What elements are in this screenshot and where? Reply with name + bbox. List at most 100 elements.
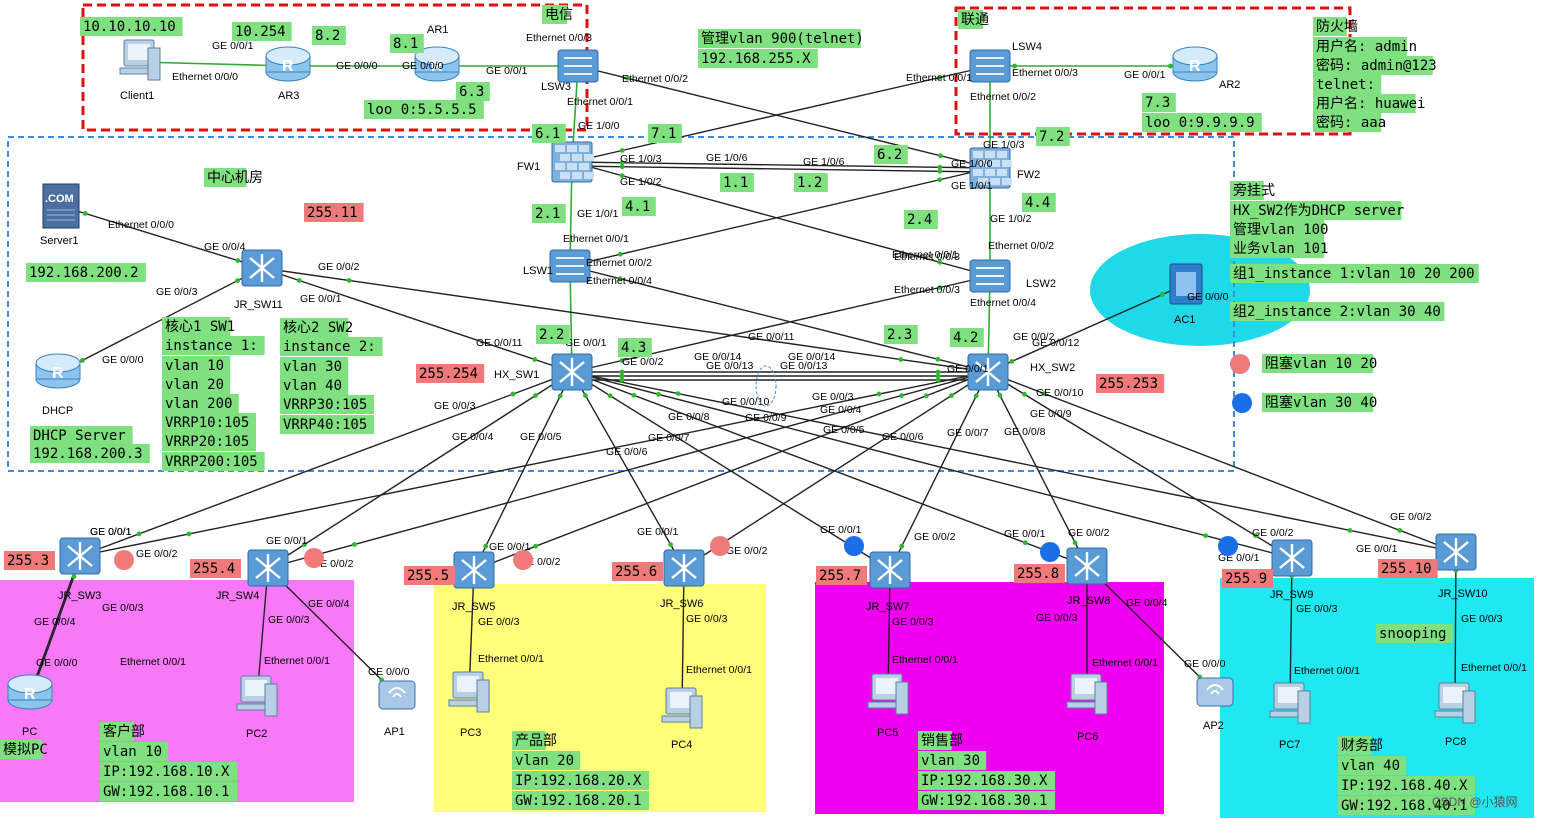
- label-box: [204, 168, 247, 187]
- eth-trunk-ellipse: [755, 365, 777, 407]
- screen-icon: [1075, 678, 1097, 694]
- port-label: GE 1/0/1: [951, 180, 993, 192]
- green-label: 2.1: [535, 206, 560, 222]
- label-box: [1230, 181, 1264, 200]
- label-box: [100, 742, 169, 761]
- link-endpoint-dot: [510, 391, 516, 397]
- device-pc5[interactable]: PC5: [867, 673, 909, 739]
- device-fw2[interactable]: FW2: [969, 147, 1040, 189]
- port-label: GE 0/0/4: [308, 598, 350, 610]
- green-label: 192.168.200.3: [33, 446, 143, 462]
- device-pc4[interactable]: PC4: [661, 687, 703, 751]
- label-box: [918, 731, 952, 750]
- device-jr-sw9[interactable]: JR_SW9: [1270, 539, 1313, 601]
- device-jr-sw4[interactable]: JR_SW4: [216, 549, 289, 602]
- label-box: [1338, 756, 1407, 775]
- device-ap2[interactable]: AP2: [1196, 677, 1234, 732]
- port-label: Ethernet 0/0/1: [478, 653, 544, 665]
- port-label: Ethernet 0/0/4: [586, 275, 652, 287]
- label-box: [958, 10, 984, 29]
- device-lsw3[interactable]: LSW3: [541, 49, 599, 93]
- device-fw1[interactable]: FW1: [517, 141, 594, 183]
- device-jr-sw7[interactable]: JR_SW7: [866, 551, 911, 613]
- link-endpoint-dot: [1253, 533, 1258, 539]
- port-label: GE 0/0/2: [1013, 331, 1055, 343]
- firewall-brick: [1002, 178, 1012, 185]
- device-ap1[interactable]: AP1: [378, 680, 416, 738]
- link-endpoint-dot: [898, 357, 904, 362]
- port-label: GE 0/0/4: [1126, 597, 1168, 609]
- device-lsw1[interactable]: LSW1: [523, 249, 591, 283]
- link-endpoint-dot: [619, 164, 625, 170]
- link-endpoint-dot: [80, 358, 85, 363]
- label-box: [1313, 94, 1416, 113]
- router-icon: R: [1189, 58, 1201, 75]
- green-label: 2.2: [539, 327, 564, 343]
- device-jr-sw6[interactable]: JR_SW6: [660, 549, 705, 610]
- port-label: GE 0/0/5: [823, 424, 865, 436]
- device-pc2[interactable]: PC2: [236, 675, 278, 740]
- port-label: Ethernet 0/0/1: [264, 655, 330, 667]
- green-label: 6.3: [459, 84, 484, 100]
- device-hx-sw2[interactable]: HX_SW2: [967, 353, 1075, 391]
- link-endpoint-dot: [675, 391, 681, 396]
- device-jr-sw11[interactable]: JR_SW11: [234, 249, 283, 311]
- green-label: 10.254: [235, 24, 286, 40]
- device-name-jr-sw9: JR_SW9: [1270, 589, 1313, 601]
- port-label: GE 0/0/2: [1252, 527, 1294, 539]
- label-box: [280, 376, 349, 395]
- green-label: 模拟PC: [3, 742, 48, 758]
- port-label: GE 0/0/3: [434, 400, 476, 412]
- port-label: GE 0/0/4: [204, 241, 246, 253]
- port-label: Ethernet 0/0/4: [970, 297, 1036, 309]
- device-jr-sw8[interactable]: JR_SW8: [1066, 547, 1110, 607]
- link-endpoint-dot: [899, 543, 905, 549]
- device-name-client1: Client1: [120, 90, 154, 102]
- label-box: [1313, 37, 1407, 56]
- link-hx_sw1-jr_sw4: [267, 371, 573, 569]
- device-pc[interactable]: RPC: [7, 674, 53, 738]
- device-lsw4[interactable]: LSW4: [969, 41, 1042, 83]
- device-name-hx-sw1: HX_SW1: [494, 369, 539, 381]
- red-label: 255.3: [7, 553, 49, 569]
- port-label: GE 0/0/10: [722, 396, 769, 408]
- link-endpoint-dot: [607, 393, 613, 399]
- device-hx-sw1[interactable]: HX_SW1: [494, 353, 593, 391]
- device-pc6[interactable]: PC6: [1066, 673, 1108, 743]
- device-pc3[interactable]: PC3: [448, 671, 490, 739]
- port-label: GE 1/0/2: [620, 176, 662, 188]
- green-label: loo 0:5.5.5.5: [367, 102, 477, 118]
- port-label: Ethernet 0/0/1: [892, 249, 958, 261]
- device-pc8[interactable]: PC8: [1434, 682, 1476, 748]
- red-label: 255.4: [193, 561, 235, 577]
- device-ac1[interactable]: AC1: [1169, 263, 1203, 326]
- device-client1[interactable]: Client1: [119, 39, 161, 102]
- link-hx_sw1-jr_sw8: [571, 371, 1088, 567]
- device-pc7[interactable]: PC7: [1269, 682, 1311, 751]
- link-endpoint-dot: [1041, 391, 1047, 396]
- port-label: GE 0/0/0: [368, 666, 410, 678]
- device-name-pc: PC: [22, 726, 37, 738]
- device-lsw2[interactable]: LSW2: [969, 259, 1056, 293]
- green-label: 4.3: [621, 340, 646, 356]
- port-label: Ethernet 0/0/2: [622, 73, 688, 85]
- label-box: [162, 413, 256, 432]
- router-top: [265, 46, 311, 66]
- device-jr-sw3[interactable]: JR_SW3: [58, 537, 101, 602]
- label-box: [312, 26, 346, 45]
- link-jr_sw10-pc8: [1454, 551, 1457, 706]
- link-endpoint-dot: [923, 393, 929, 399]
- green-label: VRRP200:105: [165, 454, 258, 470]
- link-endpoint-dot: [1347, 528, 1353, 533]
- device-name-pc3: PC3: [460, 727, 481, 739]
- label-box: [512, 751, 581, 770]
- device-jr-sw10[interactable]: JR_SW10: [1435, 533, 1488, 600]
- device-jr-sw5[interactable]: JR_SW5: [452, 551, 495, 613]
- label-box: [100, 722, 134, 741]
- arrows-icon: [255, 554, 281, 582]
